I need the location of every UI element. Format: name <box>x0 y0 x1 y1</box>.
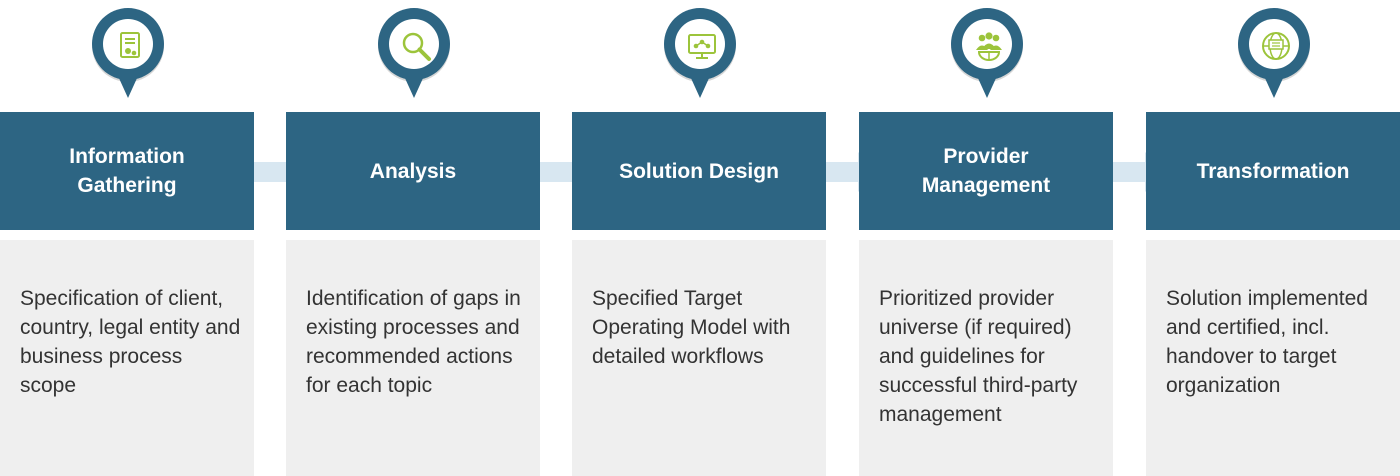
monitor-workflow-icon <box>688 34 716 59</box>
stage-description-box: Solution implemented and certified, incl… <box>1146 240 1400 476</box>
stage-provider-management: Provider Management Prioritized provider… <box>859 0 1113 476</box>
stage-description: Prioritized provider universe (if requir… <box>879 287 1078 426</box>
stage-pin <box>92 8 164 104</box>
stage-description: Specified Target Operating Model with de… <box>592 287 791 368</box>
stage-description: Specification of client, country, legal … <box>20 287 241 397</box>
stage-header: Transformation <box>1146 112 1400 230</box>
stage-description-box: Identification of gaps in existing proce… <box>286 240 540 476</box>
stage-solution-design: Solution Design Specified Target Operati… <box>572 0 826 476</box>
people-globe-icon <box>976 32 1002 61</box>
stage-title: Analysis <box>369 159 457 183</box>
stage-pin <box>1238 8 1310 104</box>
stage-header: Analysis <box>286 112 540 230</box>
pin-marker <box>378 8 450 98</box>
stage-analysis: Analysis Identification of gaps in exist… <box>286 0 540 476</box>
stage-pin <box>664 8 736 104</box>
stage-pin <box>378 8 450 104</box>
stage-description-box: Prioritized provider universe (if requir… <box>859 240 1113 476</box>
stage-description: Identification of gaps in existing proce… <box>306 287 521 397</box>
certified-globe-icon <box>1262 32 1290 60</box>
stage-description-box: Specified Target Operating Model with de… <box>572 240 826 476</box>
stage-header: Solution Design <box>572 112 826 230</box>
stage-description-box: Specification of client, country, legal … <box>0 240 254 476</box>
stage-pin <box>951 8 1023 104</box>
stage-header: Information Gathering <box>0 112 254 230</box>
document-gears-icon <box>120 32 140 58</box>
magnifier-icon <box>402 32 431 61</box>
stage-header: Provider Management <box>859 112 1113 230</box>
stage-title: Information Gathering <box>69 145 185 197</box>
stage-description: Solution implemented and certified, incl… <box>1166 287 1368 397</box>
stage-information-gathering: Information Gathering Specification of c… <box>0 0 254 476</box>
stage-title: Transformation <box>1196 159 1350 183</box>
stage-transformation: Transformation Solution implemented and … <box>1146 0 1400 476</box>
stage-title: Solution Design <box>619 159 779 183</box>
stage-title: Provider Management <box>921 145 1051 197</box>
